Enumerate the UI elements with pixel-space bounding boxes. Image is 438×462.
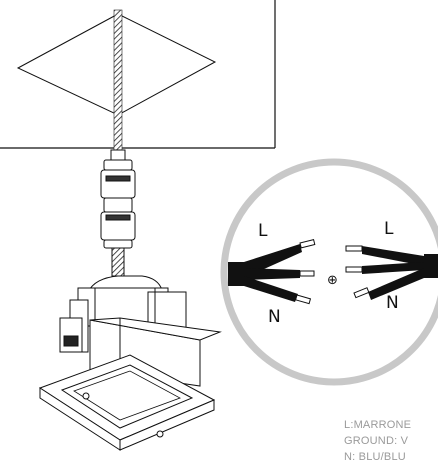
left-neutral-label: N [268,307,281,327]
legend-live: L:MARRONE [344,419,411,431]
left-wire-bundle [228,239,316,305]
legend-ground: GROUND: V [344,435,409,447]
ceiling-cable [113,9,123,158]
ground-symbol: ⊕ [327,273,338,288]
recessed-light-fixture [38,275,222,451]
right-wire-bundle [345,245,438,300]
cable-connector [100,149,136,277]
right-neutral-label: N [386,293,399,313]
wire-color-legend: L:MARRONE GROUND: V N: BLU/BLU [344,419,411,462]
ceiling-panel [0,0,276,149]
legend-neutral: N: BLU/BLU [344,451,406,462]
wiring-detail: L N L N ⊕ [220,158,438,386]
left-live-label: L [258,221,268,241]
right-live-label: L [384,219,394,239]
detail-circle [220,158,438,386]
